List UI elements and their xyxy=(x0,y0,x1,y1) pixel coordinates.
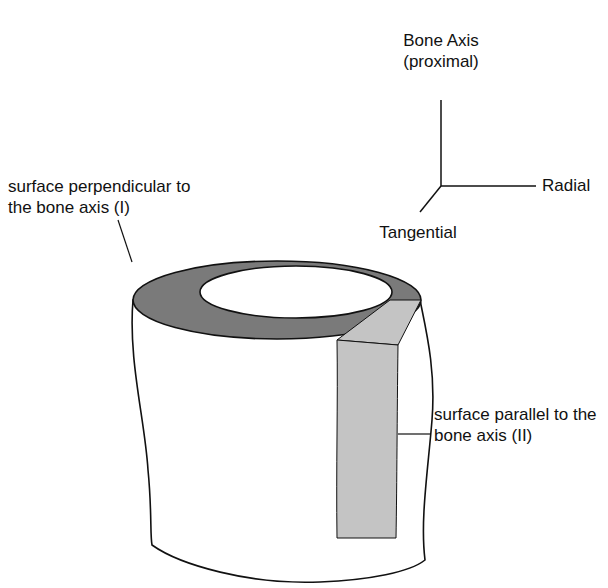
axis-label: Tangential xyxy=(368,222,468,243)
axis-line xyxy=(441,185,536,187)
axis-label: Bone Axis (proximal) xyxy=(386,30,496,72)
leader-lines xyxy=(118,220,430,434)
axis-label: Radial xyxy=(542,175,604,196)
leader-line xyxy=(118,220,132,262)
axis-line xyxy=(440,100,442,186)
leader-line xyxy=(398,433,430,434)
callout-label: surface perpendicular to the bone axis (… xyxy=(8,176,218,218)
parallel-surface xyxy=(337,340,398,538)
callout-label: surface parallel to the bone axis (II) xyxy=(434,404,602,446)
medullary-cavity xyxy=(200,266,392,318)
bone-cylinder xyxy=(132,261,433,582)
bone-outer-wall xyxy=(132,300,433,582)
axis-line xyxy=(420,186,441,212)
axis-triad xyxy=(420,100,536,212)
